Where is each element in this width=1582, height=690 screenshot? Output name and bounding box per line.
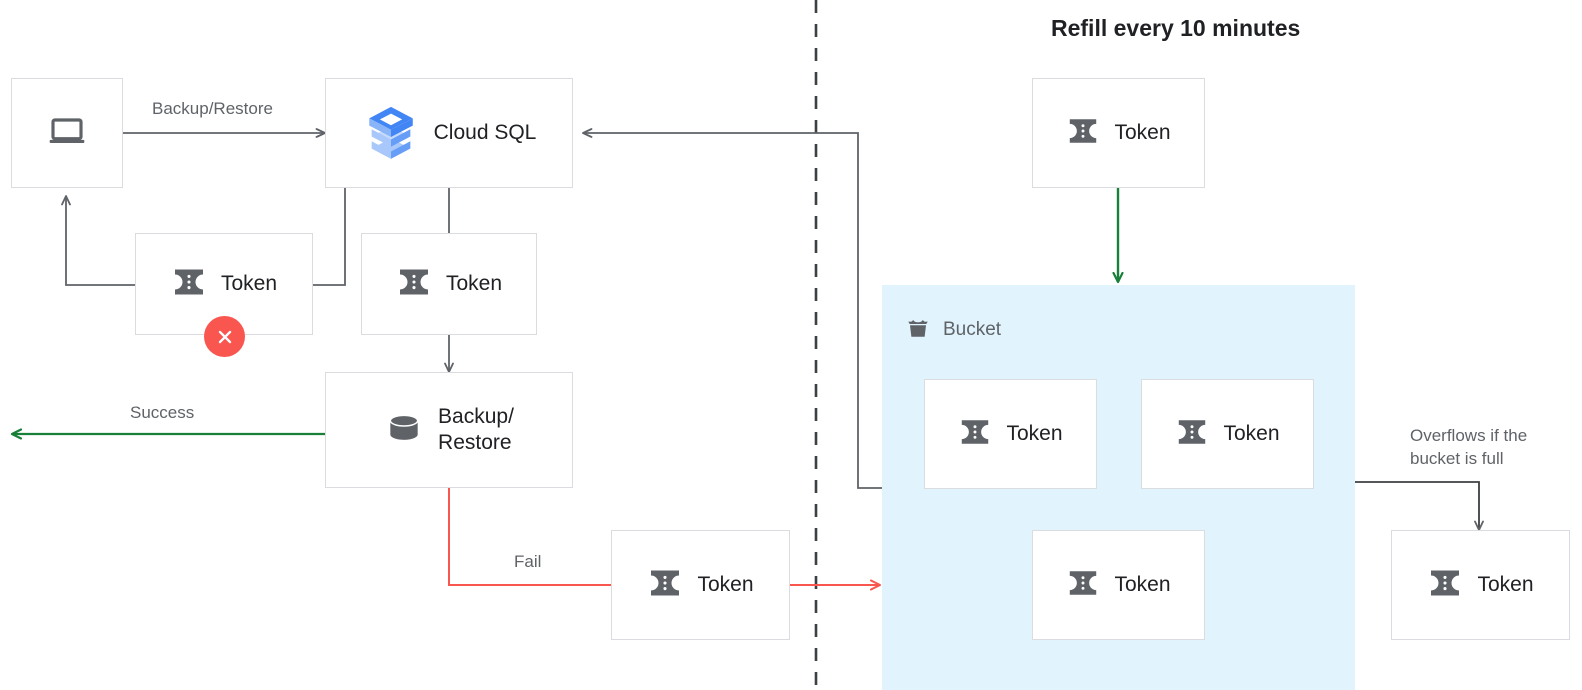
token-icon: [647, 565, 683, 606]
close-icon: [218, 330, 231, 343]
node-token-bucket-1-label: Token: [1006, 422, 1063, 446]
wire-cloudsql-to-token-rejected: [313, 187, 346, 286]
page-title: Refill every 10 minutes: [1051, 15, 1301, 41]
node-cloud-sql-label: Cloud SQL: [433, 121, 537, 145]
node-token-bucket-3-label: Token: [1114, 573, 1171, 597]
wire-overflow: [1355, 481, 1484, 531]
node-token-overflow-label: Token: [1477, 573, 1534, 597]
token-icon: [958, 415, 992, 454]
node-client[interactable]: [11, 78, 123, 188]
node-cloud-sql[interactable]: Cloud SQL: [325, 78, 573, 188]
wire-bucket-to-cloudsql: [582, 128, 882, 489]
edge-label-success: Success: [130, 403, 195, 422]
node-backup-restore-label: Backup/ Restore: [438, 405, 514, 454]
token-icon: [1427, 565, 1463, 606]
database-icon: [384, 408, 424, 453]
node-token-bucket-2-label: Token: [1223, 422, 1280, 446]
edge-label-overflow: Overflows if the bucket is full: [1410, 426, 1528, 468]
edge-label-backup-restore: Backup/Restore: [152, 99, 273, 118]
node-token-bucket-3[interactable]: Token: [1032, 530, 1205, 640]
bucket-label: Bucket: [943, 318, 1002, 340]
token-icon: [1066, 566, 1100, 605]
bucket-icon: [903, 312, 933, 347]
token-icon: [396, 264, 432, 305]
node-token-bucket-2[interactable]: Token: [1141, 379, 1314, 489]
node-token-rejected-label: Token: [220, 272, 278, 296]
node-token-refill-label: Token: [1114, 121, 1171, 145]
token-icon: [1175, 415, 1209, 454]
node-token-fail[interactable]: Token: [611, 530, 790, 640]
node-token-refill[interactable]: Token: [1032, 78, 1205, 188]
status-badge-error: [204, 316, 245, 357]
token-icon: [171, 264, 207, 305]
wire-token-rejected-to-client: [61, 195, 135, 286]
node-token-bucket-1[interactable]: Token: [924, 379, 1097, 489]
node-token-accepted-label: Token: [445, 272, 503, 296]
node-backup-restore[interactable]: Backup/ Restore: [325, 372, 573, 488]
cloud-sql-icon: [362, 102, 420, 165]
node-token-fail-label: Token: [697, 573, 754, 597]
edge-label-fail: Fail: [514, 552, 542, 571]
bucket-header: Bucket: [903, 312, 1001, 347]
laptop-icon: [47, 111, 87, 156]
token-icon: [1066, 114, 1100, 153]
node-token-accepted[interactable]: Token: [361, 233, 537, 335]
node-token-overflow[interactable]: Token: [1391, 530, 1570, 640]
